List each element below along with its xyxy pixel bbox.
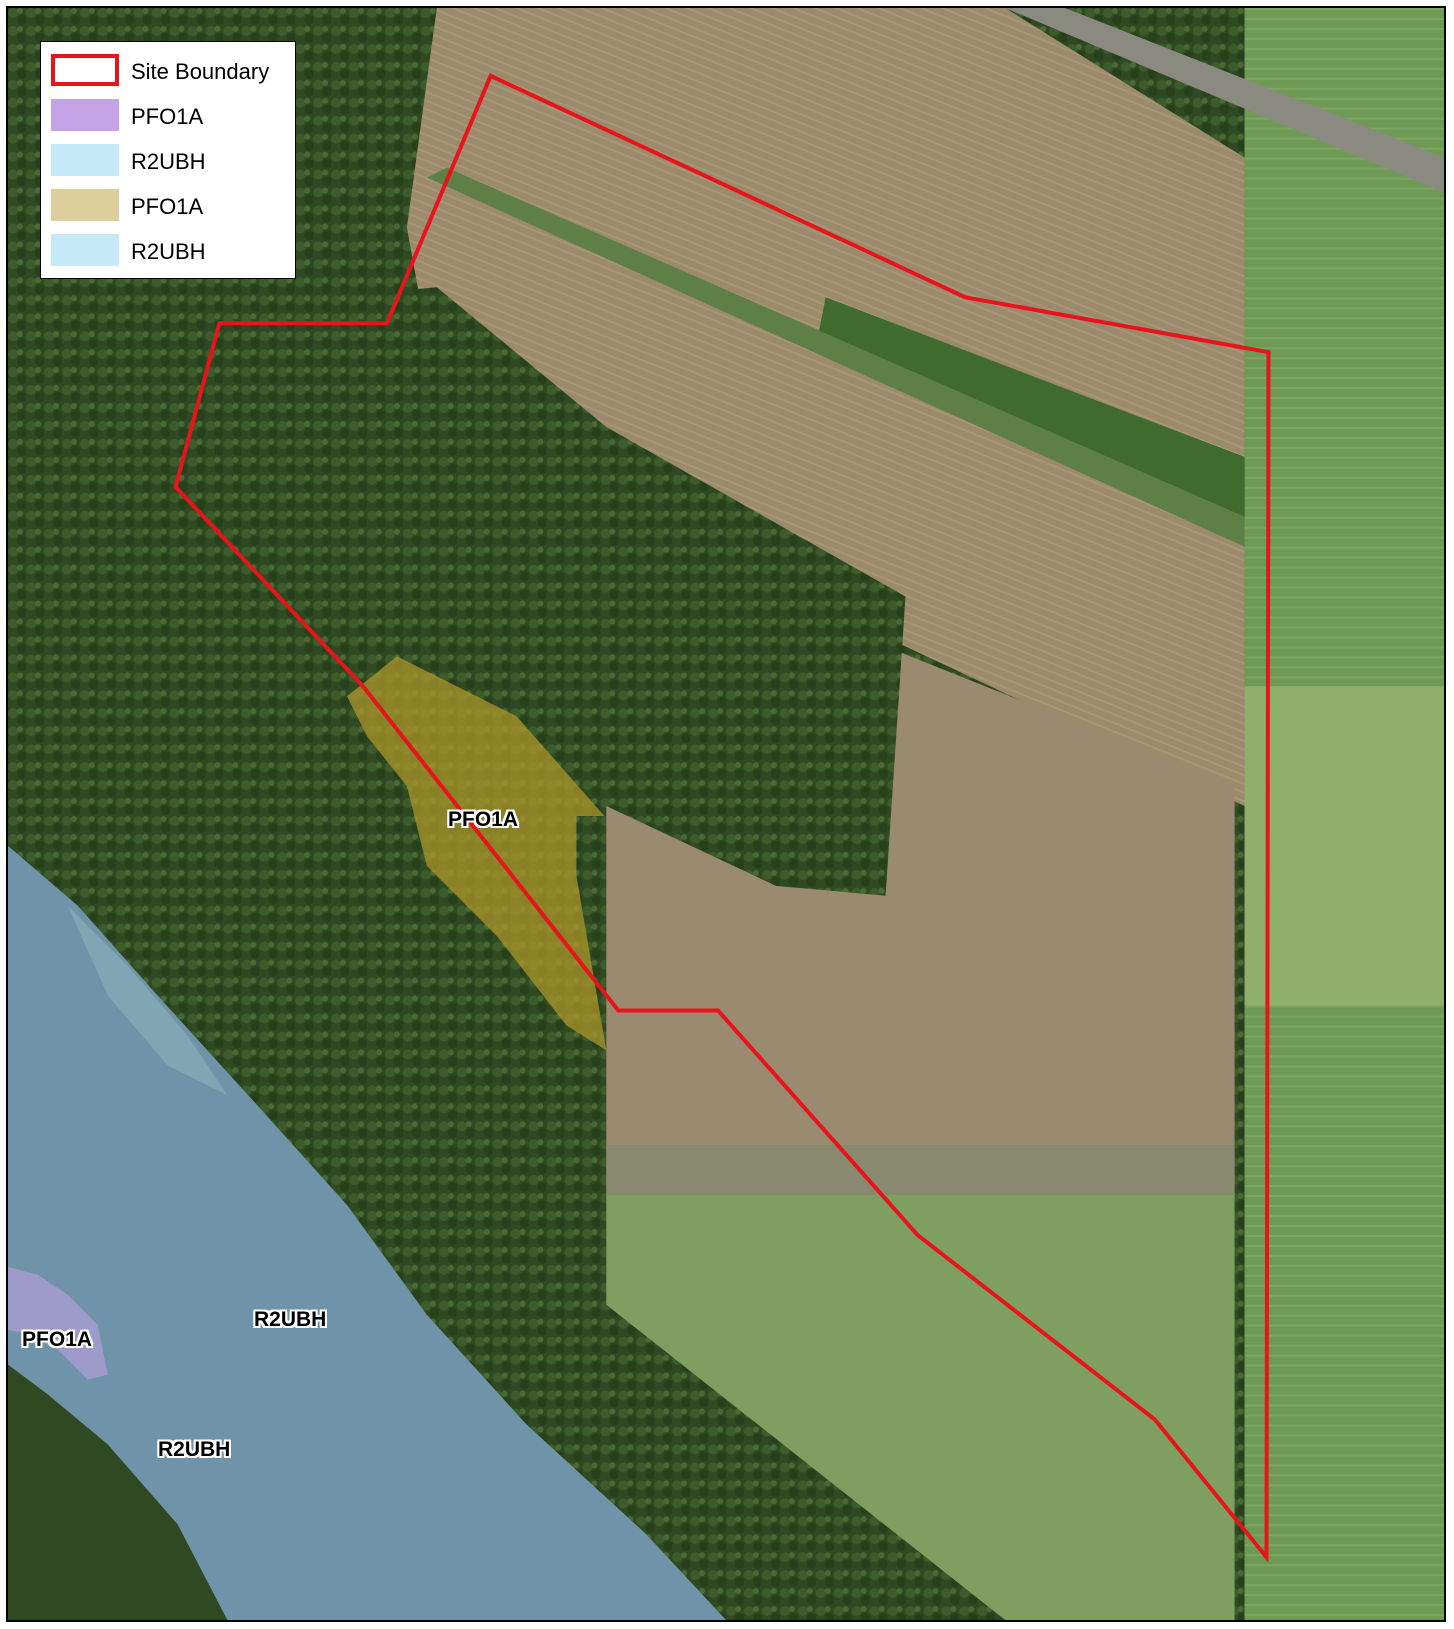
river-shore-trees [8, 1364, 228, 1620]
legend-item-site-boundary: Site Boundary [51, 54, 289, 90]
legend-label: R2UBH [131, 149, 206, 174]
site-boundary-swatch [51, 54, 119, 86]
legend-item-r2ubh: R2UBH [51, 144, 289, 180]
legend-item-pfo1a-tan: PFO1A [51, 189, 289, 225]
green-field-band [606, 1145, 1235, 1196]
aerial-map[interactable] [8, 8, 1444, 1620]
river-near-shore [67, 905, 228, 1096]
map-legend: Site Boundary PFO1A R2UBH PFO1A R2UBH [40, 41, 296, 279]
map-label-r2ubh-upper: R2UBH [254, 1308, 327, 1331]
map-frame: PFO1A R2UBH PFO1A R2UBH Site Boundary PF… [6, 6, 1446, 1622]
r2ubh-swatch [51, 234, 119, 266]
map-label-r2ubh-lower: R2UBH [158, 1438, 231, 1461]
r2ubh-swatch [51, 144, 119, 176]
tilled-field-north [406, 8, 1245, 807]
legend-item-r2ubh-2: R2UBH [51, 234, 289, 270]
wetland-pfo1a-river[interactable] [8, 1266, 108, 1380]
map-label-pfo1a-center: PFO1A [448, 808, 519, 831]
legend-label: Site Boundary [131, 59, 270, 84]
pfo1a-purple-swatch [51, 99, 119, 131]
site-boundary[interactable] [173, 73, 1271, 1563]
legend-label: PFO1A [131, 194, 204, 219]
legend-label: PFO1A [131, 104, 204, 129]
legend-label: R2UBH [131, 239, 206, 264]
crop-strip [815, 297, 1245, 527]
map-label-pfo1a-river: PFO1A [22, 1328, 93, 1351]
woods-block [207, 287, 906, 896]
wetland-pfo1a-central[interactable] [347, 656, 607, 1051]
pfo1a-tan-swatch [51, 189, 119, 221]
east-field-light [1244, 686, 1444, 1006]
green-field-south [606, 1145, 1235, 1620]
highway [1005, 8, 1444, 193]
legend-item-pfo1a-purple: PFO1A [51, 99, 289, 135]
field-road-strip [426, 167, 1245, 547]
